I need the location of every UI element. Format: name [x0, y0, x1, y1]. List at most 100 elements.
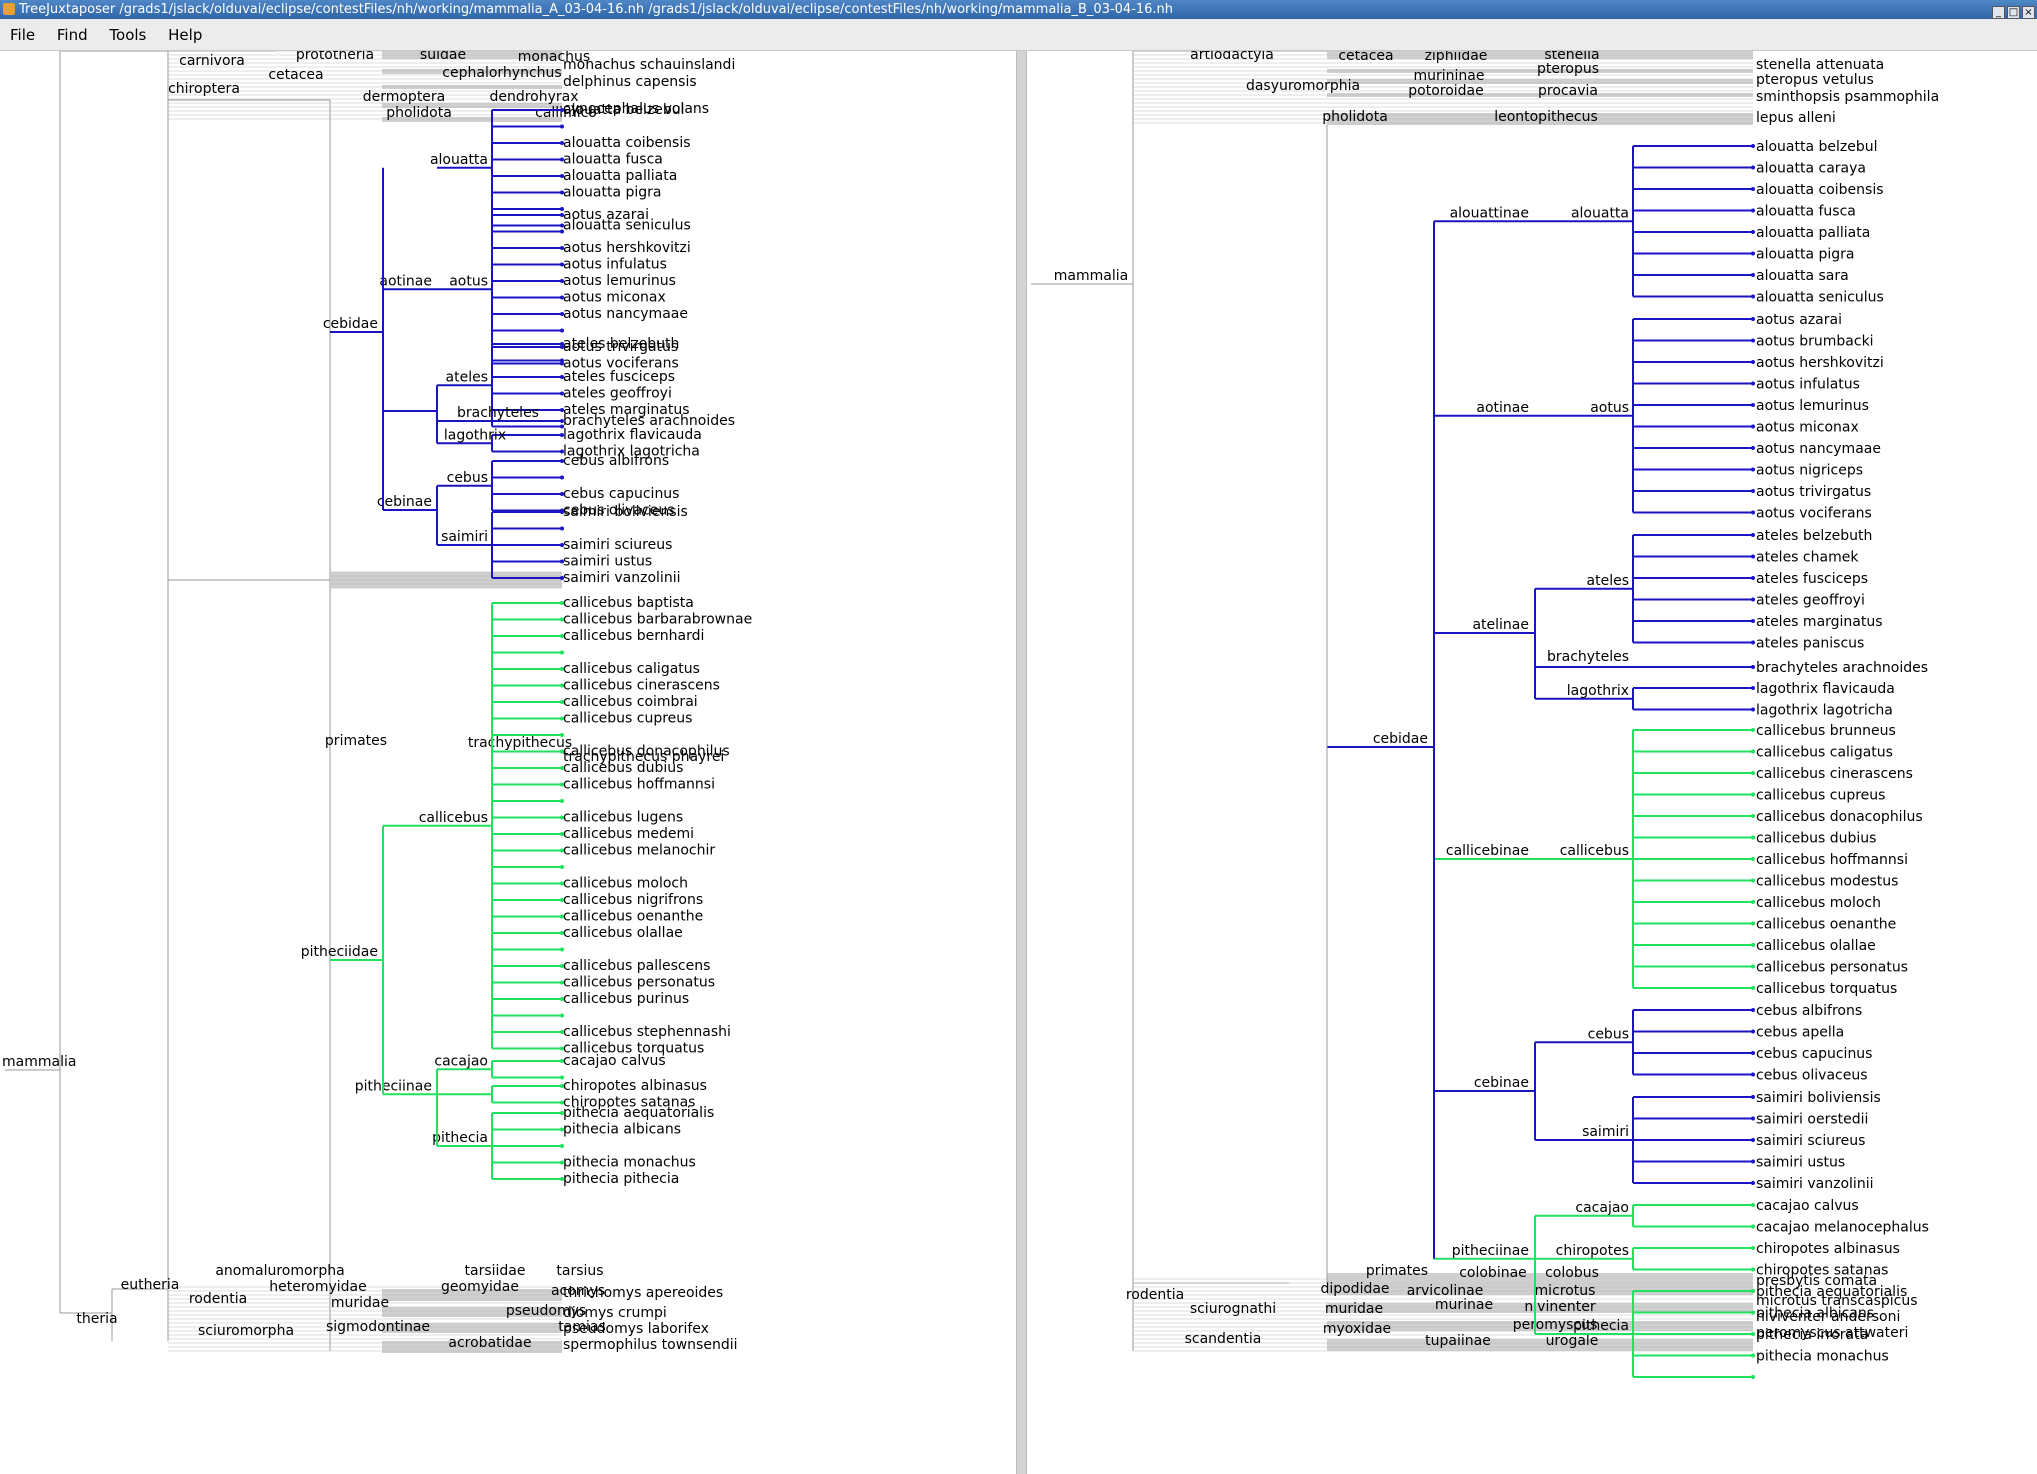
node-dot [560, 766, 564, 770]
leaf-label: callicebus torquatus [563, 1041, 704, 1057]
node-dot [560, 601, 564, 605]
leaf-label: cacajao calvus [563, 1053, 666, 1069]
node-dot [560, 881, 564, 886]
node-dot [1751, 1138, 1755, 1142]
node-dot [560, 459, 564, 463]
clade-label: heteromyidae [269, 1279, 367, 1295]
leaf-label: brachyteles arachnoides [563, 413, 735, 429]
leaf-label: aotus azarai [1756, 312, 1842, 328]
node-dot [560, 617, 564, 622]
leaf-label: callicebus nigrifrons [563, 892, 703, 908]
node-dot [560, 408, 564, 412]
node-dot [1751, 1008, 1755, 1012]
clade-label: peromyscus [1513, 1317, 1598, 1333]
node-dot [560, 190, 564, 195]
leaf-label: alouatta fusca [563, 152, 663, 168]
leaf-label: ateles fusciceps [563, 369, 675, 385]
leaf-label: callicebus modestus [1756, 874, 1898, 890]
node-dot [560, 650, 564, 655]
node-dot [560, 865, 564, 869]
menu-find[interactable]: Find [56, 26, 88, 44]
pane-divider[interactable] [1016, 51, 1027, 1474]
node-dot [560, 914, 564, 919]
node-dot [1751, 403, 1755, 407]
node-dot [1751, 597, 1755, 602]
clade-label: suidae [420, 51, 466, 63]
node-dot [560, 559, 564, 564]
minimize-icon[interactable]: _ [1992, 6, 2005, 19]
leaf-label: saimiri sciureus [1756, 1133, 1865, 1149]
node-dot [1751, 1072, 1755, 1077]
clade-label: cephalorhynchus [442, 65, 561, 81]
leaf-label: callicebus baptista [563, 595, 694, 611]
maximize-icon[interactable]: □ [2007, 6, 2020, 19]
clade-label: pholidota [1322, 109, 1388, 125]
collapsed-band [1327, 1273, 1753, 1283]
leaf-label: callicebus olallae [563, 925, 683, 941]
node-dot [560, 634, 564, 638]
leaf-label: niviventer andersoni [1756, 1309, 1900, 1325]
leaf-label: saimiri oerstedii [1756, 1112, 1868, 1128]
clade-label: rodentia [189, 1291, 247, 1307]
leaf-label: chiropotes satanas [1756, 1263, 1888, 1279]
node-dot [1751, 273, 1755, 277]
node-dot [560, 157, 564, 162]
node-dot [560, 683, 564, 688]
leaf-label: chiropotes satanas [563, 1095, 695, 1111]
clade-label: dendrohyrax [489, 89, 578, 105]
node-dot [1751, 208, 1755, 213]
node-dot [560, 358, 564, 363]
node-dot [560, 492, 564, 496]
clade-label: geomyidae [441, 1279, 519, 1295]
leaf-label: lagothrix flavicauda [563, 427, 702, 443]
leaf-label: pithecia aequatorialis [563, 1105, 714, 1121]
collapsed-band [1327, 1339, 1753, 1351]
node-dot [560, 815, 564, 820]
close-icon[interactable]: × [2022, 6, 2035, 19]
node-dot [560, 419, 564, 423]
leaf-label: delphinus capensis [563, 74, 697, 90]
menu-tools[interactable]: Tools [109, 26, 147, 44]
leaf-label: ateles marginatus [563, 402, 690, 418]
leaf-label: callicebus brunneus [1756, 723, 1896, 739]
node-dot [560, 246, 564, 250]
node-dot [1751, 640, 1755, 645]
root-label: mammalia [2, 1054, 76, 1070]
node-dot [1751, 1203, 1755, 1207]
clade-label: stenella [1544, 51, 1599, 63]
clade-label: primates [1366, 1263, 1428, 1279]
leaf-label: callicebus moloch [563, 876, 688, 892]
clade-label: aotinae [1476, 400, 1529, 416]
node-dot [1751, 1375, 1755, 1379]
leaf-label: chiropotes albinasus [1756, 1241, 1900, 1257]
leaf-label: ateles geoffroyi [563, 386, 672, 402]
leaf-label: cebus olivaceus [563, 503, 675, 519]
node-dot [560, 207, 564, 211]
clade-label: cebinae [1474, 1075, 1529, 1091]
clade-label: sciurognathi [1190, 1301, 1276, 1317]
menu-help[interactable]: Help [168, 26, 203, 44]
node-dot [1751, 510, 1755, 515]
leaf-label: callicebus bernhardi [563, 628, 704, 644]
node-dot [1751, 1116, 1755, 1121]
leaf-label: cebus apella [1756, 1025, 1844, 1041]
leaf-label: peromyscus attwateri [1756, 1325, 1908, 1341]
leaf-label: cebus albifrons [1756, 1003, 1862, 1019]
collapsed-band [382, 1323, 562, 1333]
leaf-label: callicebus oenanthe [1756, 917, 1896, 933]
node-dot [1751, 467, 1755, 472]
leaf-label: cebus albifrons [563, 453, 669, 469]
leaf-label: cacajao calvus [1756, 1198, 1859, 1214]
node-dot [560, 328, 564, 333]
leaf-label: callicebus olallae [1756, 938, 1876, 954]
collapsed-band [1327, 1321, 1753, 1331]
node-dot [560, 424, 564, 429]
leaf-label: saimiri vanzolinii [1756, 1176, 1873, 1192]
menu-file[interactable]: File [10, 26, 36, 44]
leaf-label: alouatta palliata [563, 168, 677, 184]
clade-label: saimiri [441, 529, 488, 545]
